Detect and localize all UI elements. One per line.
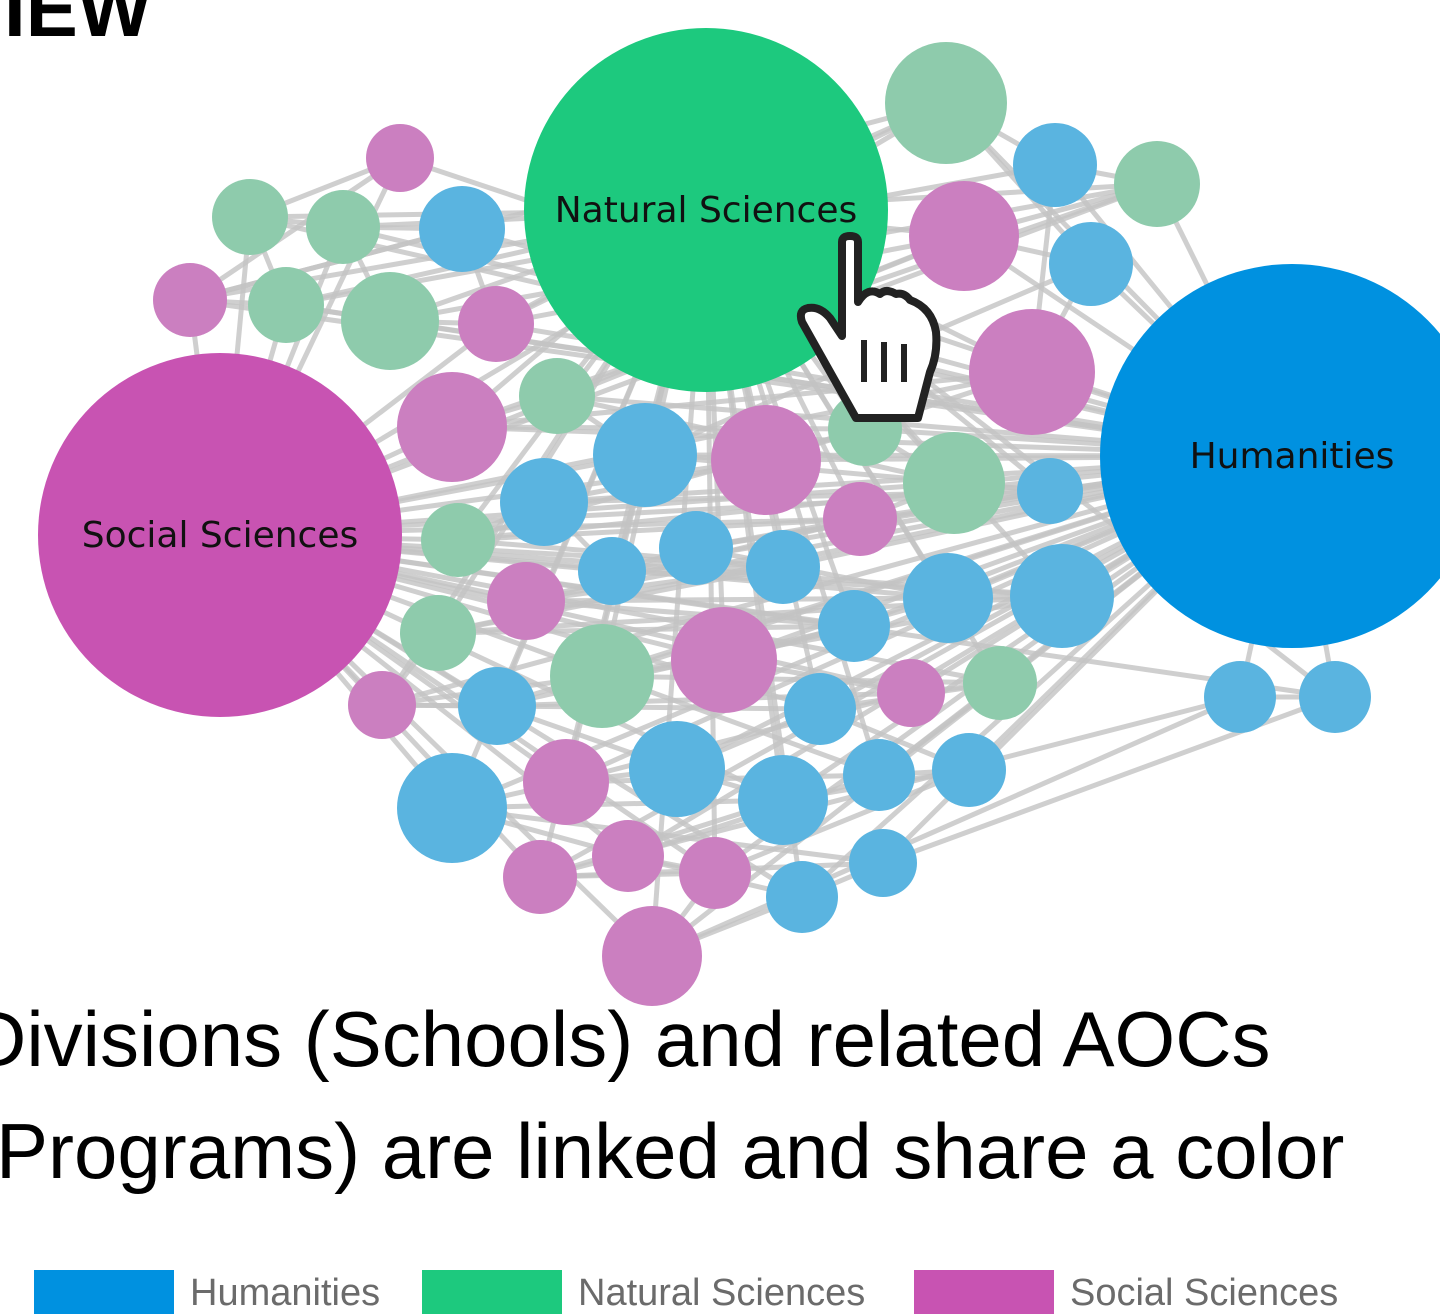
program-node-social[interactable] [523,739,609,825]
program-node-natural[interactable] [903,432,1005,534]
program-node-humanities[interactable] [578,537,646,605]
program-node-natural[interactable] [421,503,495,577]
legend-swatch-humanities [34,1270,174,1314]
division-label-humanities: Humanities [1190,436,1395,477]
program-node-natural[interactable] [550,624,654,728]
legend-swatch-social-sciences [914,1270,1054,1314]
program-node-natural[interactable] [1114,141,1200,227]
program-node-social[interactable] [969,309,1095,435]
program-node-social[interactable] [366,124,434,192]
program-node-humanities[interactable] [932,733,1006,807]
program-node-social[interactable] [823,482,897,556]
program-node-natural[interactable] [400,595,476,671]
program-node-humanities[interactable] [1049,222,1133,306]
legend-label-natural-sciences: Natural Sciences [578,1272,866,1314]
program-node-social[interactable] [503,840,577,914]
division-node-natural[interactable] [524,28,888,392]
program-node-natural[interactable] [248,267,324,343]
program-node-humanities[interactable] [397,753,507,863]
program-node-social[interactable] [711,405,821,515]
program-node-social[interactable] [592,820,664,892]
program-node-humanities[interactable] [1013,123,1097,207]
program-node-natural[interactable] [306,190,380,264]
graph-edge [219,532,1336,700]
division-label-social: Social Sciences [82,515,359,556]
graph-nodes [38,28,1440,1006]
legend-label-social-sciences: Social Sciences [1070,1272,1339,1314]
program-node-humanities[interactable] [1299,661,1371,733]
caption-line-2: (Programs) are linked and share a color [0,1107,1345,1195]
program-node-humanities[interactable] [458,667,536,745]
program-node-social[interactable] [877,659,945,727]
program-node-humanities[interactable] [1204,661,1276,733]
program-node-social[interactable] [487,562,565,640]
division-node-humanities[interactable] [1100,264,1440,648]
program-node-humanities[interactable] [1010,544,1114,648]
program-node-humanities[interactable] [843,739,915,811]
program-node-natural[interactable] [341,272,439,370]
graph-edge [188,155,402,303]
program-node-social[interactable] [679,837,751,909]
division-node-social[interactable] [38,353,402,717]
program-node-social[interactable] [458,286,534,362]
program-node-natural[interactable] [963,646,1037,720]
program-node-social[interactable] [348,671,416,739]
program-node-humanities[interactable] [784,673,856,745]
program-node-social[interactable] [671,607,777,713]
program-node-humanities[interactable] [766,861,838,933]
program-node-humanities[interactable] [849,829,917,897]
legend-label-humanities: Humanities [190,1272,381,1314]
program-node-humanities[interactable] [738,755,828,845]
program-node-humanities[interactable] [629,721,725,817]
program-node-humanities[interactable] [419,186,505,272]
division-label-natural: Natural Sciences [555,190,858,231]
program-node-natural[interactable] [519,358,595,434]
program-node-humanities[interactable] [1017,458,1083,524]
program-node-humanities[interactable] [659,511,733,585]
legend-swatch-natural-sciences [422,1270,562,1314]
graph-edge [451,805,884,866]
program-node-social[interactable] [909,181,1019,291]
program-node-social[interactable] [602,906,702,1006]
program-node-humanities[interactable] [746,530,820,604]
slide-title: VIEW [0,0,152,53]
hand-pointer-icon [796,232,941,422]
program-node-humanities[interactable] [903,553,993,643]
caption-line-1: Divisions (Schools) and related AOCs [0,995,1271,1083]
program-node-humanities[interactable] [593,403,697,507]
program-node-natural[interactable] [212,179,288,255]
graph-edge [650,694,1242,959]
program-node-humanities[interactable] [818,590,890,662]
program-node-social[interactable] [397,372,507,482]
program-node-social[interactable] [153,263,227,337]
program-node-natural[interactable] [885,42,1007,164]
program-node-humanities[interactable] [500,458,588,546]
